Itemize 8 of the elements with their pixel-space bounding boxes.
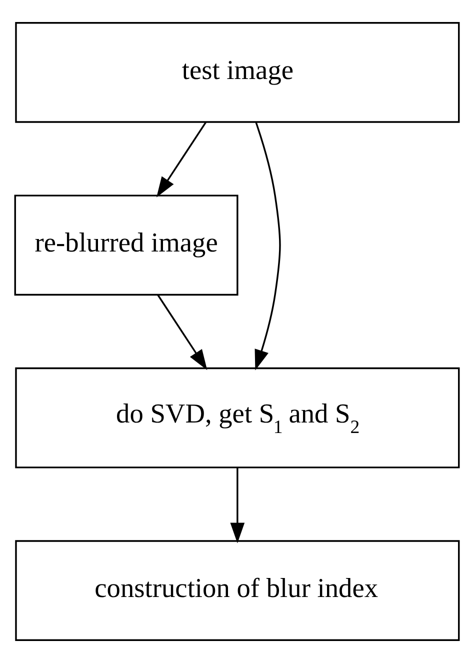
arrow	[157, 294, 208, 370]
arrow	[254, 122, 281, 370]
arrow	[156, 122, 207, 198]
arrow	[230, 468, 245, 544]
node-box: do SVD, get S$_{1}$ and S$_{2}$	[15, 367, 460, 468]
node-box: re-blurred image	[14, 194, 238, 296]
node-box: construction of blur index	[15, 540, 460, 642]
node-box: test image	[15, 22, 460, 123]
